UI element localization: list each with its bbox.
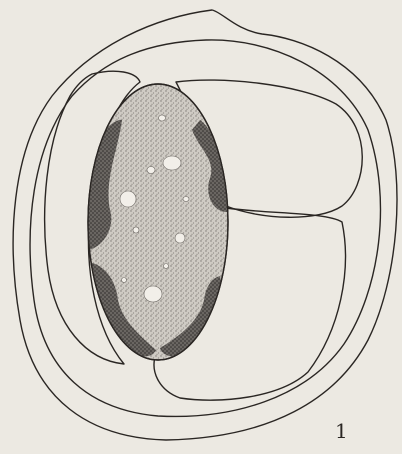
vacuole xyxy=(159,115,166,121)
vacuole xyxy=(133,227,139,233)
vacuole xyxy=(164,264,169,269)
vacuole xyxy=(144,286,162,302)
vacuole xyxy=(163,156,181,170)
vacuole xyxy=(147,167,155,174)
figure-number-label: 1 xyxy=(335,421,348,441)
vacuole xyxy=(120,191,136,207)
vacuole xyxy=(122,278,127,283)
vacuole xyxy=(183,197,189,202)
nucleus xyxy=(86,84,230,360)
vacuole xyxy=(175,233,185,243)
